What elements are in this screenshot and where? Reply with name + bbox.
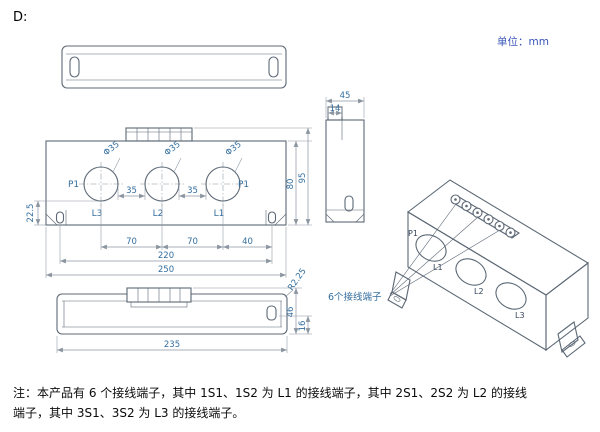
iso-foot-left bbox=[391, 271, 411, 301]
phase-label-l1: L1 bbox=[214, 209, 225, 219]
polarity-label-right: P1 bbox=[238, 180, 249, 190]
dim-46: 46 bbox=[286, 307, 296, 318]
mount-slot-left bbox=[69, 56, 80, 78]
dim-80: 80 bbox=[286, 179, 296, 190]
dim-14: 14 bbox=[330, 104, 341, 114]
terminal-base bbox=[130, 301, 188, 308]
dim-95: 95 bbox=[298, 173, 308, 184]
iso-foot-slot bbox=[393, 296, 401, 302]
bottom-view: R2.25 235 46 16 bbox=[56, 267, 312, 353]
phase-label-l2: L2 bbox=[153, 209, 164, 219]
iso-terminal-dot bbox=[476, 211, 479, 214]
section-label: D: bbox=[13, 10, 27, 25]
dim-40: 40 bbox=[242, 237, 253, 247]
dim-70: 70 bbox=[187, 237, 198, 247]
chamfer bbox=[355, 213, 365, 223]
front-body-outline bbox=[45, 140, 287, 226]
iso-phase-label-l3: L3 bbox=[515, 311, 525, 320]
terminal-callout: 6个接线端子 bbox=[328, 203, 501, 303]
leader-line bbox=[389, 203, 457, 295]
iso-foot-right-flange bbox=[561, 335, 586, 358]
unit-label: 单位：mm bbox=[497, 35, 549, 48]
terminal-callout-label: 6个接线端子 bbox=[328, 291, 382, 303]
bottom-slot bbox=[266, 305, 277, 321]
iso-terminal-dot bbox=[509, 231, 512, 234]
dim-70: 70 bbox=[126, 237, 137, 247]
iso-terminal-dot bbox=[498, 224, 501, 228]
iso-end-face bbox=[545, 261, 589, 352]
iso-foot-right bbox=[557, 321, 579, 353]
iso-phase-label-l2: L2 bbox=[474, 287, 484, 296]
side-slot bbox=[344, 195, 354, 212]
chamfer bbox=[274, 213, 287, 226]
iso-hole-l3 bbox=[495, 282, 527, 310]
diameter-label: Φ35 bbox=[102, 140, 122, 159]
iso-terminal-dot bbox=[465, 204, 468, 208]
iso-view: P1 L1 L2 L3 bbox=[387, 179, 589, 358]
side-view: 45 14 bbox=[325, 91, 365, 223]
top-view bbox=[61, 45, 287, 89]
phase-label-l3: L3 bbox=[92, 209, 103, 219]
dim-35: 35 bbox=[126, 186, 137, 196]
dim-16: 16 bbox=[298, 321, 308, 332]
iso-terminal-dot bbox=[487, 218, 490, 221]
iso-front-face bbox=[407, 211, 547, 351]
dim-220: 220 bbox=[158, 251, 174, 261]
top-view-outline bbox=[61, 45, 287, 89]
leader-line bbox=[284, 289, 294, 298]
polarity-label-left: P1 bbox=[68, 180, 79, 190]
dim-45: 45 bbox=[340, 91, 351, 101]
mount-slot-right bbox=[268, 56, 279, 78]
diameter-label: Φ35 bbox=[163, 140, 183, 159]
side-body-outline bbox=[325, 119, 365, 223]
chamfer bbox=[325, 213, 335, 223]
iso-terminal-dot bbox=[454, 198, 457, 201]
leader-line bbox=[389, 229, 501, 297]
dim-250: 250 bbox=[158, 265, 174, 275]
iso-polarity-label: P1 bbox=[408, 229, 418, 238]
chamfer bbox=[45, 213, 58, 226]
front-view: Φ35 Φ35 Φ35 P1 P1 L3 L2 L1 35 35 70 70 4… bbox=[26, 127, 312, 278]
leader-line bbox=[389, 216, 479, 296]
iso-top-face bbox=[407, 179, 589, 296]
hole-l1 bbox=[205, 166, 241, 202]
hole-l3 bbox=[83, 166, 119, 202]
iso-foot-left-flange bbox=[387, 291, 407, 309]
note-line-2: 端子，其中 3S1、3S2 为 L3 的接线端子。 bbox=[13, 405, 244, 420]
note-line-1: 注：本产品有 6 个接线端子，其中 1S1、1S2 为 L1 的接线端子，其中 … bbox=[13, 385, 527, 400]
leader-line bbox=[234, 157, 243, 173]
iso-foot-slot bbox=[568, 341, 576, 347]
note-block: 注：本产品有 6 个接线端子，其中 1S1、1S2 为 L1 的接线端子，其中 … bbox=[13, 385, 527, 420]
hole-l2 bbox=[144, 166, 180, 202]
foot-slot-left bbox=[55, 211, 65, 224]
leader-line bbox=[112, 157, 121, 173]
iso-hole-l2 bbox=[455, 258, 487, 286]
dim-235: 235 bbox=[164, 340, 180, 350]
radius-label: R2.25 bbox=[286, 267, 308, 293]
foot-slot-right bbox=[267, 211, 277, 224]
leader-line bbox=[173, 157, 182, 173]
diameter-label: Φ35 bbox=[224, 140, 244, 159]
dim-22-5: 22.5 bbox=[26, 204, 36, 223]
dim-35: 35 bbox=[187, 186, 198, 196]
iso-hole-l1 bbox=[415, 234, 447, 262]
